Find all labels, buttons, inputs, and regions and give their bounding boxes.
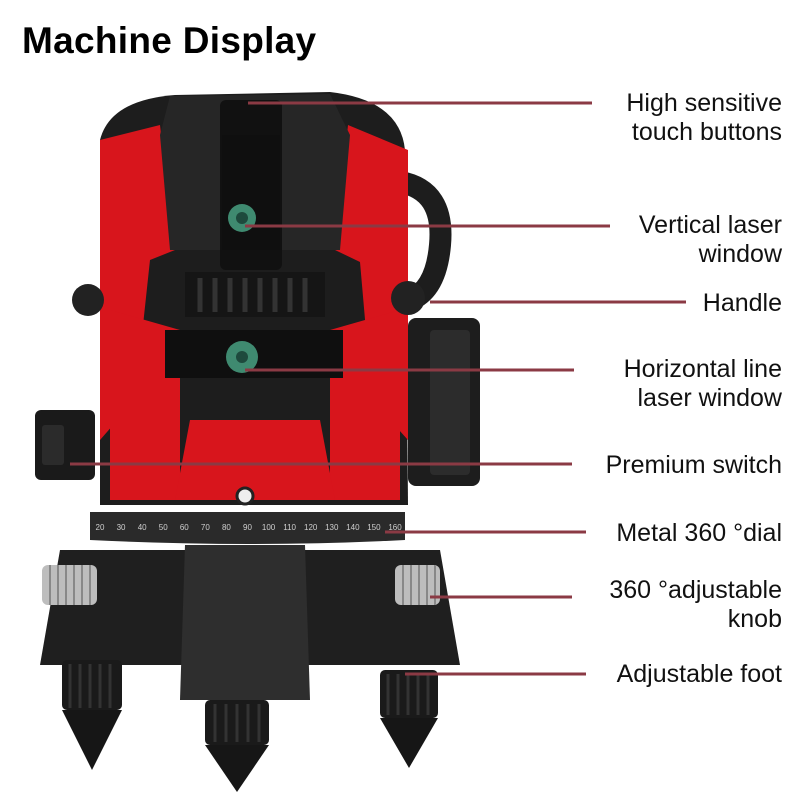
red-panel-front-lower bbox=[175, 420, 335, 500]
side-knob-right bbox=[391, 281, 425, 315]
dial-number: 150 bbox=[367, 523, 381, 532]
dial-number: 70 bbox=[201, 523, 210, 532]
label-line: knob bbox=[727, 605, 782, 633]
side-knob-left bbox=[72, 284, 104, 316]
dial-number: 160 bbox=[388, 523, 402, 532]
label-line: laser window bbox=[637, 384, 782, 412]
dial-number: 130 bbox=[325, 523, 339, 532]
vent-grill bbox=[185, 272, 325, 317]
diagram-title: Machine Display bbox=[22, 20, 317, 61]
dial-number: 20 bbox=[96, 523, 105, 532]
dial-scale: 20 30 40 50 60 70 80 90 100 110 120 130 140 150 160 bbox=[96, 523, 403, 532]
red-panel-right-lower bbox=[330, 310, 400, 500]
label-vertical-window: Vertical laser window bbox=[639, 211, 782, 269]
label-line: Vertical laser bbox=[638, 211, 782, 239]
dial-number: 140 bbox=[346, 523, 360, 532]
label-horizontal-window: Horizontal line laser window bbox=[624, 355, 782, 413]
dial-number: 30 bbox=[117, 523, 126, 532]
leader-lines bbox=[70, 101, 686, 676]
label-line: High sensitive bbox=[626, 89, 782, 117]
dial-number: 90 bbox=[243, 523, 252, 532]
foot-center bbox=[205, 700, 269, 792]
dial-number: 120 bbox=[304, 523, 318, 532]
label-line: Handle bbox=[702, 289, 782, 317]
label-premium-switch: Premium switch bbox=[606, 451, 782, 480]
center-screw bbox=[235, 486, 255, 506]
label-line: touch buttons bbox=[631, 118, 782, 146]
adjust-knob-right bbox=[395, 565, 440, 605]
vertical-window-frame bbox=[222, 135, 280, 250]
label-metal-dial: Metal 360 °dial bbox=[616, 519, 782, 548]
metal-dial bbox=[90, 512, 405, 544]
dial-number: 50 bbox=[159, 523, 168, 532]
label-line: window bbox=[698, 240, 782, 268]
label-line: 360 °adjustable bbox=[609, 576, 782, 604]
dial-number: 80 bbox=[222, 523, 231, 532]
label-handle: Handle bbox=[703, 289, 782, 318]
foot-right bbox=[380, 670, 438, 768]
label-line: Horizontal line bbox=[623, 355, 782, 383]
dial-number: 110 bbox=[283, 523, 296, 532]
label-touch-buttons: High sensitive touch buttons bbox=[626, 89, 782, 147]
label-line: Premium switch bbox=[605, 451, 782, 479]
base-center-block bbox=[180, 545, 310, 700]
label-line: Adjustable foot bbox=[616, 660, 782, 688]
dial-number: 100 bbox=[262, 523, 276, 532]
handle-arc bbox=[389, 171, 452, 311]
label-adjustable-knob: 360 °adjustable knob bbox=[609, 576, 782, 634]
dial-number: 60 bbox=[180, 523, 189, 532]
red-panel-left-lower bbox=[110, 310, 180, 500]
foot-left bbox=[62, 660, 122, 770]
dial-number: 40 bbox=[138, 523, 147, 532]
label-adjustable-foot: Adjustable foot bbox=[617, 660, 782, 689]
label-line: Metal 360 °dial bbox=[616, 519, 782, 547]
adjust-knob-left bbox=[42, 565, 97, 605]
